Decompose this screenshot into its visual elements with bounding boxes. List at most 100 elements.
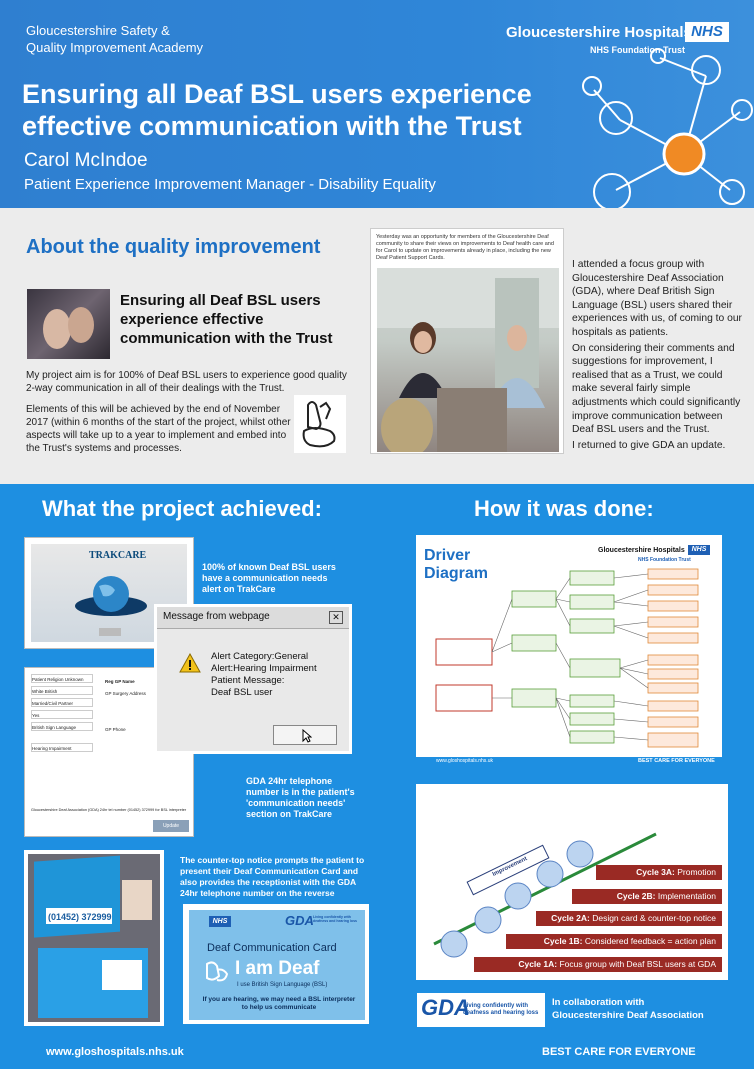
cycle-3a-label: Cycle 3A: — [636, 867, 675, 877]
field-gp-phone: GP Phone — [105, 727, 126, 732]
about-subheading: Ensuring all Deaf BSL users experience e… — [120, 292, 333, 347]
academy-line-1: Gloucestershire Safety & — [26, 23, 170, 38]
hands-icon — [43, 307, 94, 349]
driver-diagram-title: Driver Diagram — [424, 547, 488, 583]
nhs-logo: NHS — [685, 22, 729, 42]
field-hearing: Hearing Impairment — [31, 743, 93, 752]
cursor-icon — [302, 729, 312, 743]
network-graphic — [582, 48, 753, 208]
dialog-line-1: Alert Category:General — [211, 651, 309, 662]
driver-title-2: Diagram — [424, 565, 489, 582]
cycle-1a-label: Cycle 1A: — [518, 959, 558, 969]
update-button[interactable]: Update — [153, 820, 189, 832]
driver-trust-name: Gloucestershire Hospitals — [598, 547, 685, 554]
title-line-1: Ensuring all Deaf BSL users experience — [22, 79, 532, 109]
gda-logo-tagline: Living confidently with deafness and hea… — [463, 1003, 539, 1016]
pdsa-title: PDSA Cycles — [430, 793, 532, 812]
photo-caption: Yesterday was an opportunity for members… — [376, 234, 554, 261]
field-gp-name: Reg GP Name — [105, 679, 135, 684]
signing-hands-photo — [27, 289, 110, 359]
field-marital: Married/Civil Partner — [31, 698, 93, 707]
close-icon[interactable]: ✕ — [329, 611, 343, 624]
gda-phone-text: GDA 24hr telephone number is in the pati… — [246, 776, 355, 819]
academy-name: Gloucestershire Safety & Quality Improve… — [26, 22, 203, 56]
card-i-am-deaf: I am Deaf — [235, 958, 320, 979]
field-ethnicity: White British — [31, 686, 93, 695]
cycle-2a-text: Design card & counter-top notice — [589, 913, 716, 923]
cycle-3a: Cycle 3A: Promotion — [596, 865, 722, 880]
dialog-title: Message from webpage — [163, 611, 270, 622]
cycle-1b: Cycle 1B: Considered feedback = action p… — [506, 934, 722, 949]
card-bsl-line: I use British Sign Language (BSL) — [237, 982, 328, 988]
poster-title: Ensuring all Deaf BSL users experience e… — [22, 78, 582, 142]
dialog-line-4: Deaf BSL user — [211, 687, 273, 698]
how-done-heading: How it was done: — [474, 496, 654, 521]
collab-line-1: In collaboration with — [552, 997, 645, 1008]
trust-subtitle: NHS Foundation Trust — [590, 45, 685, 55]
focus-group-photo — [377, 268, 559, 452]
driver-nhs-logo: NHS — [688, 545, 710, 555]
record-gp-fields: Reg GP Name GP Surgery Address GP Phone — [105, 676, 185, 736]
cycle-1b-label: Cycle 1B: — [543, 936, 583, 946]
warning-icon — [179, 653, 201, 673]
dialog-titlebar: Message from webpage ✕ — [157, 607, 349, 629]
project-timeline: Elements of this will be achieved by the… — [26, 404, 291, 454]
dialog-line-2: Alert:Hearing Impairment — [211, 663, 317, 674]
gda-number-note: Gloucestershire Deaf Association (GDA) 2… — [31, 808, 187, 812]
counter-notice-text: The counter-top notice prompts the patie… — [180, 855, 365, 898]
field-yes: Yes — [31, 710, 93, 719]
card-hands-icon — [206, 961, 229, 982]
cycle-2a-label: Cycle 2A: — [551, 913, 590, 923]
people-photo-icon — [377, 268, 559, 452]
about-heading: About the quality improvement — [26, 236, 321, 258]
driver-footer-slogan: BEST CARE FOR EVERYONE — [638, 758, 715, 764]
alert-message-dialog: Message from webpage ✕ Alert Category:Ge… — [154, 604, 352, 754]
cycle-1a: Cycle 1A: Focus group with Deaf BSL user… — [474, 957, 722, 972]
trust-name: Gloucestershire Hospitals — [506, 24, 692, 41]
collab-line-2: Gloucestershire Deaf Association — [552, 1010, 704, 1021]
author-name: Carol McIndoe — [24, 150, 148, 171]
deaf-communication-card: NHS GDA Living confidently with deafness… — [183, 904, 369, 1024]
title-line-2: effective communication with the Trust — [22, 111, 522, 141]
dialog-message: Alert Category:General Alert:Hearing Imp… — [211, 651, 317, 699]
trakcare-login-button[interactable] — [99, 628, 121, 636]
trakcare-alert-text: 100% of known Deaf BSL users have a comm… — [202, 562, 336, 594]
cycle-2b: Cycle 2B: Implementation — [572, 889, 722, 904]
cycle-2b-label: Cycle 2B: — [616, 891, 656, 901]
counter-notice-photo: (01452) 372999 — [24, 850, 164, 1026]
card-title: Deaf Communication Card — [207, 942, 337, 954]
card-face: NHS GDA Living confidently with deafness… — [189, 910, 365, 1020]
notice-phone-number: (01452) 372999 — [48, 912, 112, 922]
card-gda-logo: GDA — [285, 913, 314, 928]
pdsa-ramp — [433, 832, 657, 958]
field-language: British Sign Language — [31, 722, 93, 731]
project-aim: My project aim is for 100% of Deaf BSL u… — [26, 370, 347, 394]
driver-diagram: Gloucestershire Hospitals NHS NHS Founda… — [416, 535, 722, 769]
trakcare-logo: TRAKCARE — [89, 550, 147, 561]
driver-diagram-boxes — [416, 568, 722, 769]
driver-trust-sub: NHS Foundation Trust — [638, 557, 691, 563]
record-fields: Patient Religion Unknown White British M… — [31, 674, 93, 752]
card-nhs-logo: NHS — [209, 916, 231, 927]
cycle-1a-text: Focus group with Deaf BSL users at GDA — [557, 959, 716, 969]
cycle-3a-text: Promotion — [674, 867, 716, 877]
cycle-1b-text: Considered feedback = action plan — [582, 936, 716, 946]
collaboration-text: In collaboration with Gloucestershire De… — [552, 996, 704, 1022]
achieved-heading: What the project achieved: — [42, 496, 322, 521]
driver-footer-website: www.gloshospitals.nhs.uk — [436, 758, 493, 764]
driver-title-1: Driver — [424, 547, 471, 564]
right-paragraph-1: I attended a focus group with Gloucester… — [572, 259, 742, 338]
right-paragraph-3: I returned to give GDA an update. — [572, 439, 726, 451]
gda-logo: GDA Living confidently with deafness and… — [417, 993, 545, 1027]
globe-icon — [75, 576, 147, 616]
dialog-ok-button[interactable] — [273, 725, 337, 745]
footer-website[interactable]: www.gloshospitals.nhs.uk — [46, 1046, 184, 1058]
dialog-line-3: Patient Message: — [211, 675, 285, 686]
cycle-2b-text: Implementation — [655, 891, 716, 901]
card-gda-tagline: Living confidently with deafness and hea… — [313, 915, 357, 923]
cycle-2a: Cycle 2A: Design card & counter-top noti… — [536, 911, 722, 926]
counter-notice-icon — [28, 854, 160, 1022]
right-paragraph-2: On considering their comments and sugges… — [572, 342, 741, 436]
academy-line-2: Quality Improvement Academy — [26, 40, 204, 55]
gda-logo-mark: GDA — [421, 995, 470, 1020]
